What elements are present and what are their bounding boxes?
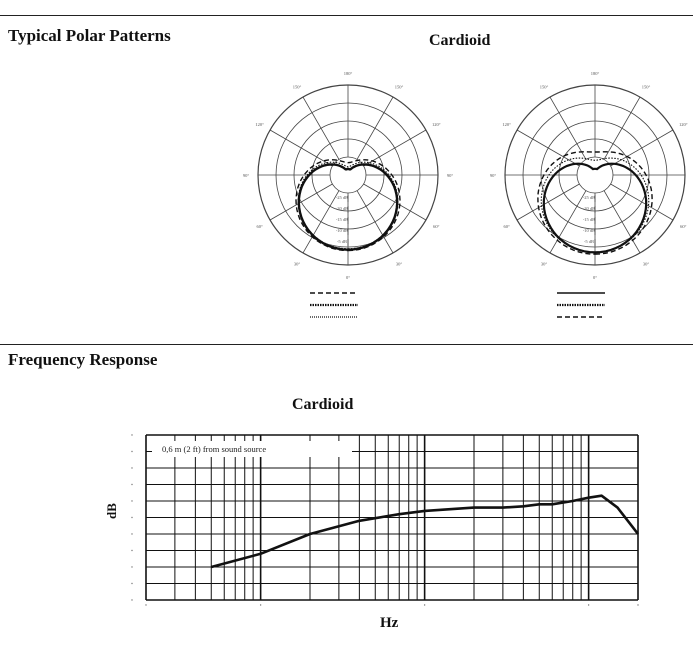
frequency-response-heading: Frequency Response <box>8 350 158 369</box>
polar-pattern-curve <box>542 162 648 254</box>
polar-angle-label: 30° <box>396 261 403 266</box>
polar-angle-label: 120° <box>432 122 441 127</box>
polar-spoke <box>516 183 580 221</box>
polar-angle-label: 30° <box>294 261 301 266</box>
polar-angle-label: 150° <box>293 85 302 90</box>
freq-y-tick <box>131 599 133 601</box>
polar-ring-label: -15 dB <box>583 217 595 222</box>
polar-spoke <box>302 96 340 160</box>
polar-angle-label: 120° <box>679 122 688 127</box>
freq-x-tick <box>423 604 426 606</box>
freq-y-tick <box>131 533 133 535</box>
polar-angle-label: 120° <box>502 122 511 127</box>
polar-cardioid-title: Cardioid <box>429 32 491 49</box>
polar-angle-label: 30° <box>541 261 548 266</box>
polar-spoke <box>356 96 394 160</box>
polar-ring-label: -10 dB <box>336 228 348 233</box>
polar-angle-label: 180° <box>344 71 353 76</box>
polar-angle-label: 60° <box>257 224 264 229</box>
polar-ring <box>576 156 614 194</box>
polar-angle-label: 150° <box>395 85 404 90</box>
freq-y-tick <box>131 549 133 552</box>
polar-pattern-curve <box>297 161 399 250</box>
freq-y-tick <box>131 434 133 436</box>
polar-ring-label: -25 dB <box>336 195 348 200</box>
polar-spoke <box>549 96 587 160</box>
polar-spoke <box>269 129 333 167</box>
polar-angle-label: 30° <box>643 261 650 266</box>
freq-y-tick <box>131 500 133 502</box>
freq-x-tick <box>145 604 147 606</box>
polar-spoke <box>610 183 674 221</box>
polar-angle-label: 60° <box>680 224 687 229</box>
polar-spoke <box>610 129 674 167</box>
polar-angle-label: 0° <box>593 275 597 280</box>
freq-annotation: 0,6 m (2 ft) from sound source <box>162 444 266 454</box>
polar-angle-label: 90° <box>447 173 454 178</box>
frequency-cardioid-title: Cardioid <box>292 396 354 413</box>
polar-angle-label: 0° <box>346 275 350 280</box>
freq-y-tick <box>131 483 133 486</box>
freq-x-tick <box>259 604 262 606</box>
polar-pattern-curve <box>297 163 399 251</box>
polar-patterns-heading: Typical Polar Patterns <box>8 26 171 45</box>
polar-angle-label: 90° <box>490 173 497 178</box>
polar-pattern-curve <box>540 157 650 253</box>
polar-angle-label: 150° <box>642 85 651 90</box>
polar-ring-label: -20 dB <box>336 206 348 211</box>
polar-ring-label: -20 dB <box>583 206 595 211</box>
polar-pattern-curve <box>537 151 653 255</box>
polar-angle-label: 180° <box>591 71 600 76</box>
freq-y-axis-label: dB <box>103 503 119 519</box>
polar-angle-label: 150° <box>540 85 549 90</box>
polar-ring-label: -5 dB <box>584 239 594 244</box>
polar-spoke <box>363 129 427 167</box>
polar-pattern-curve <box>295 159 401 252</box>
polar-spoke <box>363 183 427 221</box>
middle-rule <box>0 344 693 345</box>
polar-spoke <box>269 183 333 221</box>
freq-y-tick <box>131 467 133 469</box>
polar-spoke <box>603 96 641 160</box>
polar-spoke <box>356 190 394 254</box>
polar-angle-label: 120° <box>255 122 264 127</box>
polar-ring-label: -25 dB <box>583 195 595 200</box>
freq-annotation-box <box>152 441 352 457</box>
top-rule <box>0 15 693 16</box>
freq-response-curve <box>210 494 640 569</box>
polar-spoke <box>302 190 340 254</box>
polar-angle-label: 60° <box>433 224 440 229</box>
freq-x-tick <box>637 604 639 606</box>
polar-chart-right: 180°150°150°120°120°90°90°60°60°30°30°0°… <box>490 71 688 318</box>
polar-ring-label: -5 dB <box>337 239 347 244</box>
freq-y-tick <box>131 566 133 568</box>
polar-spoke <box>549 190 587 254</box>
freq-y-tick <box>131 516 133 519</box>
freq-x-axis-label: Hz <box>380 615 399 631</box>
polar-ring-label: -15 dB <box>336 217 348 222</box>
polar-angle-label: 90° <box>243 173 250 178</box>
freq-y-tick <box>131 450 133 453</box>
frequency-response-chart: 0,6 m (2 ft) from sound source <box>131 434 640 606</box>
freq-x-tick <box>587 604 590 606</box>
polar-spoke <box>516 129 580 167</box>
polar-angle-label: 60° <box>504 224 511 229</box>
polar-ring-label: -10 dB <box>583 228 595 233</box>
polar-chart-left: 180° 150° 150° 120° 120° 90° 90° 60° 60° 30° 30° 0°… <box>243 71 454 318</box>
polar-spoke <box>603 190 641 254</box>
freq-y-tick <box>131 582 133 585</box>
